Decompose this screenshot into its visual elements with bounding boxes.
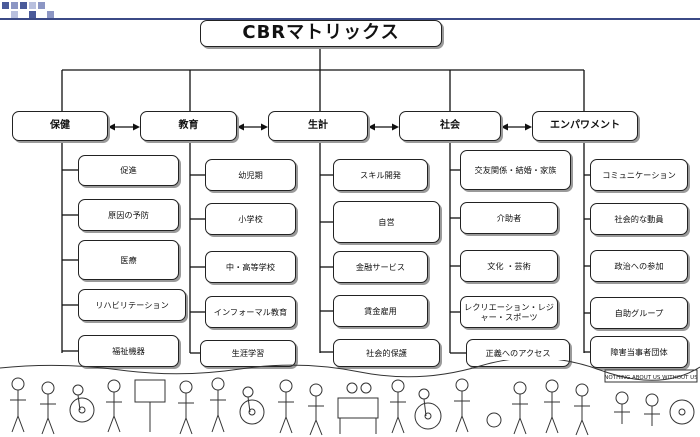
category-empowerment: エンパワメント — [532, 111, 638, 141]
community-illustration: NOTHING ABOUT US WITHOUT US — [0, 360, 700, 436]
matrix-title: CBRマトリックス — [200, 20, 442, 47]
education-item-early-childhood: 幼児期 — [205, 159, 296, 191]
category-education: 教育 — [140, 111, 237, 141]
livelihood-item-financial-services: 金融サービス — [333, 251, 428, 283]
livelihood-item-social-protection: 社会的保護 — [333, 339, 440, 367]
education-item-primary: 小学校 — [205, 203, 296, 235]
livelihood-item-wage-employment: 賃金雇用 — [333, 295, 428, 327]
health-item-rehabilitation: リハビリテーション — [78, 289, 186, 321]
education-item-lifelong: 生涯学習 — [200, 340, 296, 367]
empowerment-item-political-participation: 政治への参加 — [590, 250, 688, 282]
social-item-relationships: 交友関係・結婚・家族 — [460, 150, 571, 190]
health-item-medical-care: 医療 — [78, 240, 179, 280]
livelihood-item-skills: スキル開発 — [333, 159, 428, 191]
social-item-culture-arts: 文化 ・芸術 — [460, 250, 558, 282]
social-item-personal-assistance: 介助者 — [460, 202, 558, 234]
corner-decoration — [2, 2, 54, 18]
health-item-promotion: 促進 — [78, 155, 179, 186]
header-rule — [0, 18, 700, 20]
category-health: 保健 — [12, 111, 108, 141]
empowerment-item-communication: コミュニケーション — [590, 159, 688, 191]
banner-text: NOTHING ABOUT US WITHOUT US — [604, 375, 698, 381]
category-livelihood: 生計 — [268, 111, 368, 141]
health-item-prevention: 原因の予防 — [78, 199, 179, 231]
empowerment-item-self-help-groups: 自助グループ — [590, 297, 688, 329]
empowerment-item-dpo: 障害当事者団体 — [590, 336, 688, 368]
empowerment-item-mobilization: 社会的な動員 — [590, 203, 688, 235]
category-social: 社会 — [399, 111, 501, 141]
livelihood-item-self-employment: 自営 — [333, 201, 440, 243]
health-item-assistive-devices: 福祉機器 — [78, 335, 179, 367]
education-item-secondary: 中・高等学校 — [205, 251, 296, 283]
social-item-recreation: レクリエーション・レジャー・スポーツ — [460, 296, 558, 328]
education-item-non-formal: インフォーマル教育 — [205, 296, 296, 328]
social-item-justice: 正義へのアクセス — [466, 339, 570, 367]
